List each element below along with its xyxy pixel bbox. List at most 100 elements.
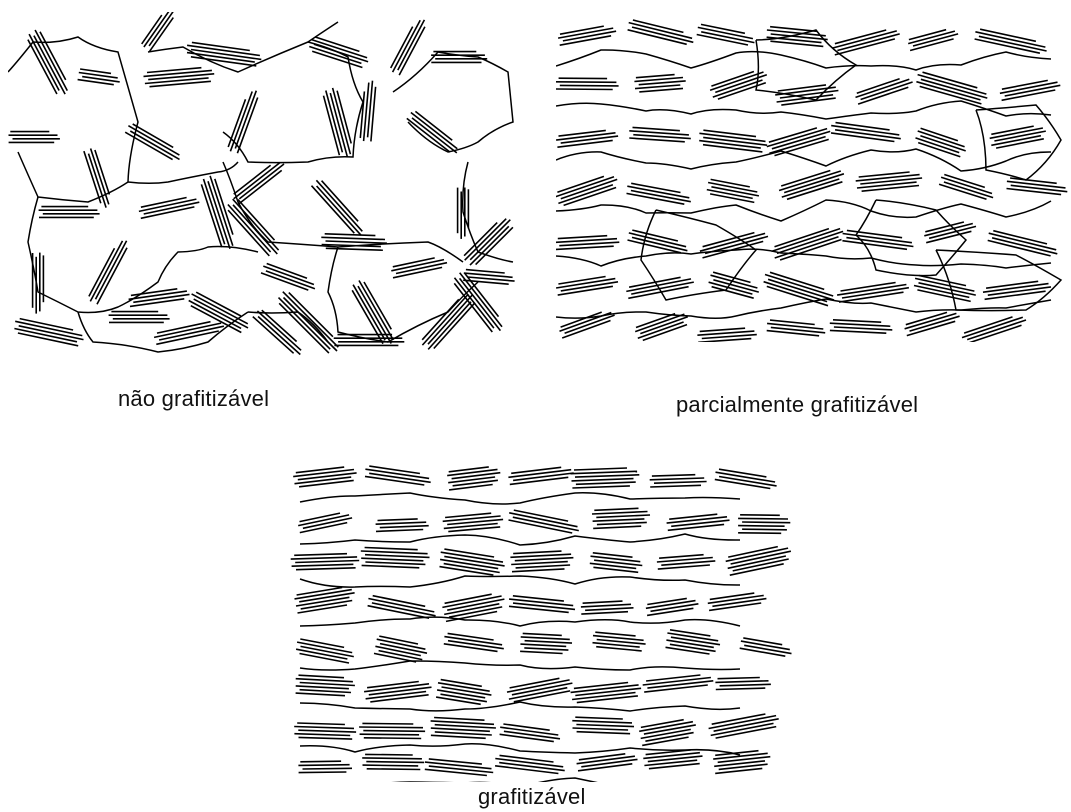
- graphene-layer: [711, 72, 754, 87]
- graphene-layer: [782, 179, 840, 197]
- graphene-layer: [561, 312, 602, 327]
- crystallite-stack: [713, 751, 770, 774]
- graphene-layer: [500, 727, 558, 735]
- graphene-layer: [192, 294, 248, 324]
- graphene-layer: [650, 478, 705, 480]
- graphene-layer: [593, 526, 641, 528]
- graphene-layer: [576, 725, 634, 727]
- crystallite-stack: [629, 127, 691, 141]
- crystallite-stack: [832, 30, 899, 55]
- graphene-layer: [632, 237, 687, 250]
- pore-wall: [556, 200, 1051, 221]
- crystallite-stack: [709, 714, 779, 738]
- graphene-layer: [560, 85, 619, 86]
- pore-wall: [976, 105, 1061, 180]
- graphene-layer: [292, 564, 354, 566]
- graphene-layer: [633, 127, 680, 130]
- graphene-layer: [296, 568, 356, 570]
- crystallite-stack: [634, 75, 685, 92]
- graphene-layer: [787, 182, 842, 200]
- graphene-layer: [905, 313, 957, 328]
- graphene-layer: [368, 599, 434, 612]
- graphene-layer: [14, 329, 77, 342]
- crystallite-stack: [431, 718, 496, 739]
- graphene-layer: [361, 558, 423, 561]
- crystallite-stack: [962, 317, 1026, 342]
- graphene-layer: [944, 182, 993, 198]
- graphene-layer: [266, 271, 315, 289]
- crystallite-stack: [767, 128, 830, 156]
- crystallite-stack: [707, 179, 759, 202]
- graphene-layer: [640, 317, 688, 334]
- graphene-layer: [411, 113, 457, 149]
- crystallite-stack: [1000, 80, 1060, 100]
- graphene-layer: [297, 588, 343, 596]
- graphene-layer: [291, 557, 357, 559]
- graphene-layer: [317, 186, 361, 235]
- graphene-layer: [239, 164, 284, 199]
- graphene-layer: [431, 728, 490, 731]
- graphene-layer: [130, 131, 179, 159]
- graphene-layer: [362, 723, 413, 724]
- graphene-layer: [636, 75, 675, 78]
- graphene-layer: [470, 220, 510, 260]
- crystallite-stack: [914, 276, 976, 302]
- graphene-layer: [556, 246, 614, 249]
- crystallite-stack: [842, 230, 913, 249]
- crystallite-stack: [296, 675, 355, 696]
- crystallite-stack: [298, 513, 352, 533]
- graphene-layer: [641, 720, 684, 728]
- graphene-layer: [299, 737, 353, 739]
- panel-partially-graphitizable: [556, 10, 1068, 342]
- graphene-layer: [572, 693, 635, 700]
- crystallite-stack: [509, 596, 575, 613]
- pore-wall: [556, 149, 1051, 171]
- graphene-layer: [632, 27, 693, 42]
- graphene-layer: [510, 554, 571, 557]
- graphene-layer: [295, 561, 359, 563]
- graphene-layer: [436, 697, 481, 704]
- graphene-layer: [577, 696, 638, 703]
- crystallite-stack: [1007, 178, 1068, 195]
- graphene-layer: [90, 241, 122, 302]
- graphene-layer: [521, 637, 570, 640]
- graphene-layer: [698, 339, 751, 342]
- graphene-layer: [34, 36, 65, 95]
- graphene-layer: [557, 140, 612, 147]
- graphene-layer: [986, 281, 1038, 288]
- graphene-layer: [975, 32, 1045, 47]
- graphene-layer: [564, 188, 617, 206]
- graphene-layer: [992, 238, 1057, 254]
- graphene-layer: [295, 477, 352, 484]
- graphene-layer: [629, 138, 685, 142]
- crystallite-stack: [726, 547, 791, 576]
- graphene-layer: [360, 734, 420, 735]
- crystallite-stack: [635, 314, 688, 341]
- graphene-layer: [322, 181, 359, 222]
- crystallite-stack: [365, 466, 431, 485]
- graphene-layer: [558, 236, 607, 239]
- graphene-layer: [975, 39, 1040, 53]
- crystallite-stack: [772, 229, 844, 260]
- graphene-layer: [297, 723, 345, 725]
- graphene-layer: [597, 522, 647, 524]
- crystallite-stack: [908, 30, 958, 51]
- crystallite-stack: [628, 20, 694, 44]
- crystallite-stack: [650, 475, 707, 487]
- graphene-layer: [435, 732, 492, 735]
- crystallite-stack: [905, 312, 960, 335]
- graphene-layer: [767, 129, 827, 147]
- crystallite-stack: [187, 42, 261, 66]
- graphene-layer: [398, 20, 425, 70]
- crystallite-stack: [509, 510, 579, 533]
- graphene-layer: [448, 633, 494, 640]
- caption-partially-graphitizable: parcialmente grafitizável: [676, 392, 918, 418]
- crystallite-stack: [89, 241, 127, 304]
- graphene-layer: [363, 731, 425, 732]
- graphene-layer: [369, 466, 420, 473]
- graphene-layer: [365, 754, 413, 755]
- graphene-layer: [525, 641, 572, 643]
- pore-wall: [300, 702, 740, 711]
- graphene-layer: [832, 31, 897, 48]
- graphene-layer: [294, 734, 350, 736]
